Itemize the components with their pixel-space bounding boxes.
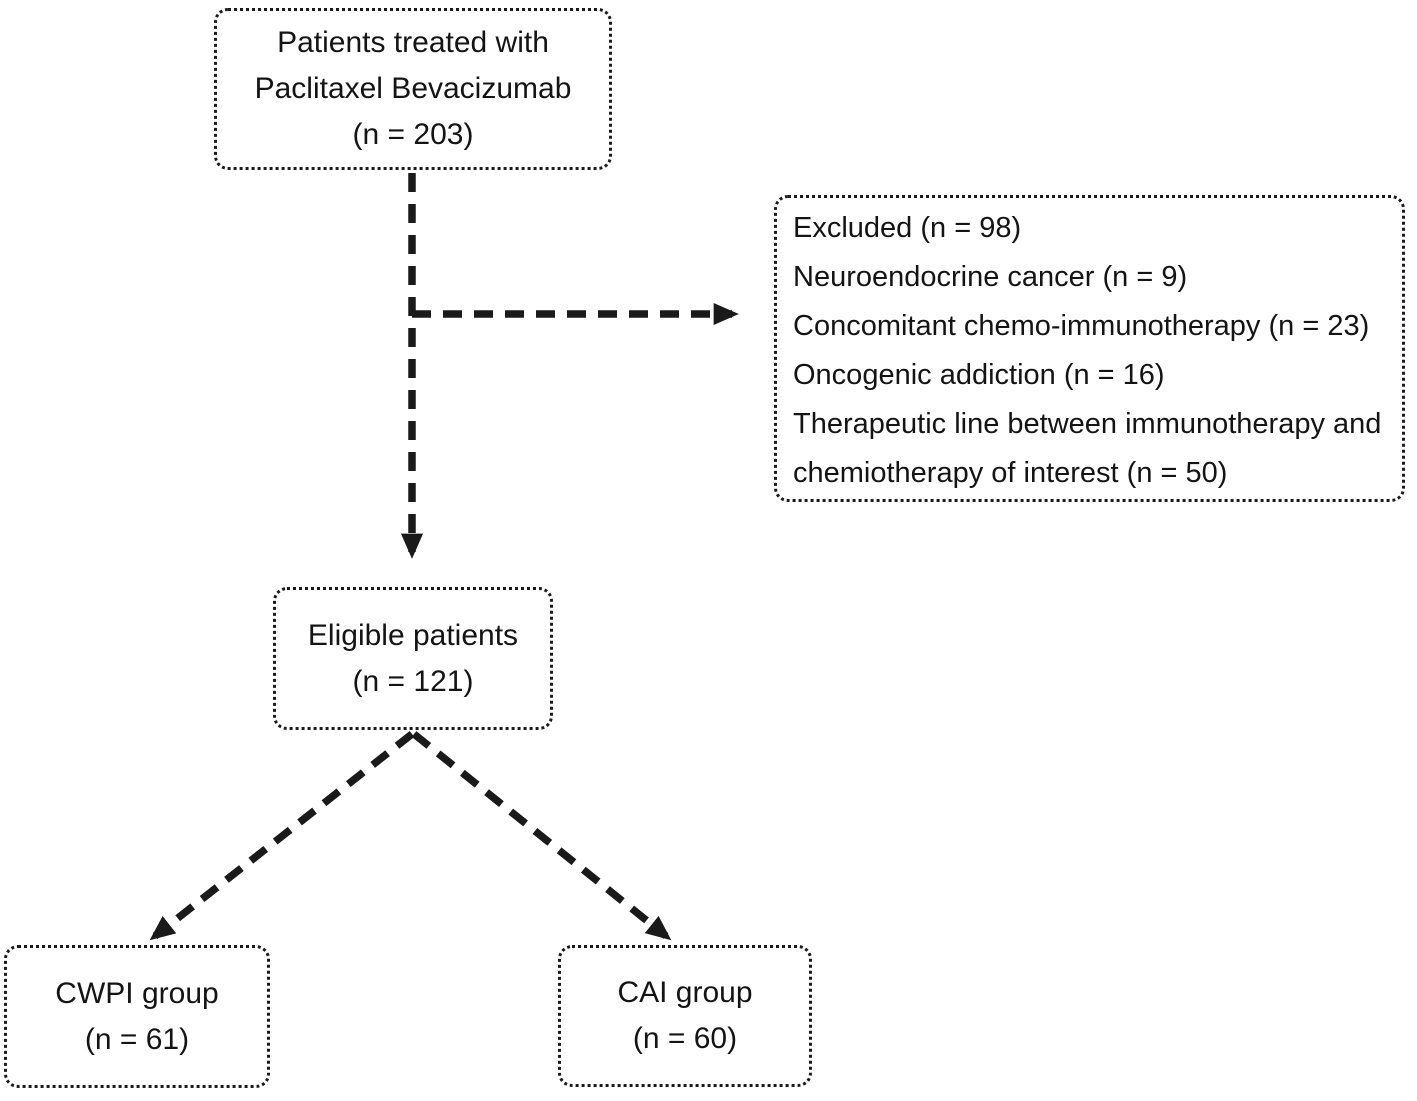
node-eligible-patients: Eligible patients (n = 121) (273, 587, 553, 730)
node-cwpi-group: CWPI group (n = 61) (4, 945, 270, 1088)
arrow-eligible-to-cai (411, 731, 672, 941)
excluded-item: Therapeutic line between immunotherapy a… (793, 408, 1382, 489)
arrow-eligible-to-cwpi (149, 731, 415, 941)
node-text-line: CWPI group (55, 976, 219, 1010)
excluded-item: Neuroendocrine cancer (n = 9) (793, 261, 1188, 293)
node-excluded: Excluded (n = 98) Neuroendocrine cancer … (774, 195, 1405, 502)
node-text-line: Patients treated with (277, 26, 549, 59)
excluded-item: Concomitant chemo-immunotherapy (n = 23) (793, 310, 1370, 342)
node-text-line: Paclitaxel Bevacizumab (254, 72, 572, 105)
node-count: (n = 61) (84, 1022, 190, 1056)
node-count: (n = 60) (632, 1022, 738, 1055)
node-text-line: CAI group (617, 976, 753, 1009)
node-cai-group: CAI group (n = 60) (558, 945, 812, 1087)
node-count: (n = 121) (352, 664, 474, 698)
node-text-line: Eligible patients (307, 618, 519, 652)
node-patients-treated: Patients treated with Paclitaxel Bevaciz… (214, 8, 612, 170)
excluded-item: Oncogenic addiction (n = 16) (793, 359, 1165, 391)
node-count: (n = 203) (352, 118, 474, 151)
excluded-item: Excluded (n = 98) (793, 212, 1022, 244)
